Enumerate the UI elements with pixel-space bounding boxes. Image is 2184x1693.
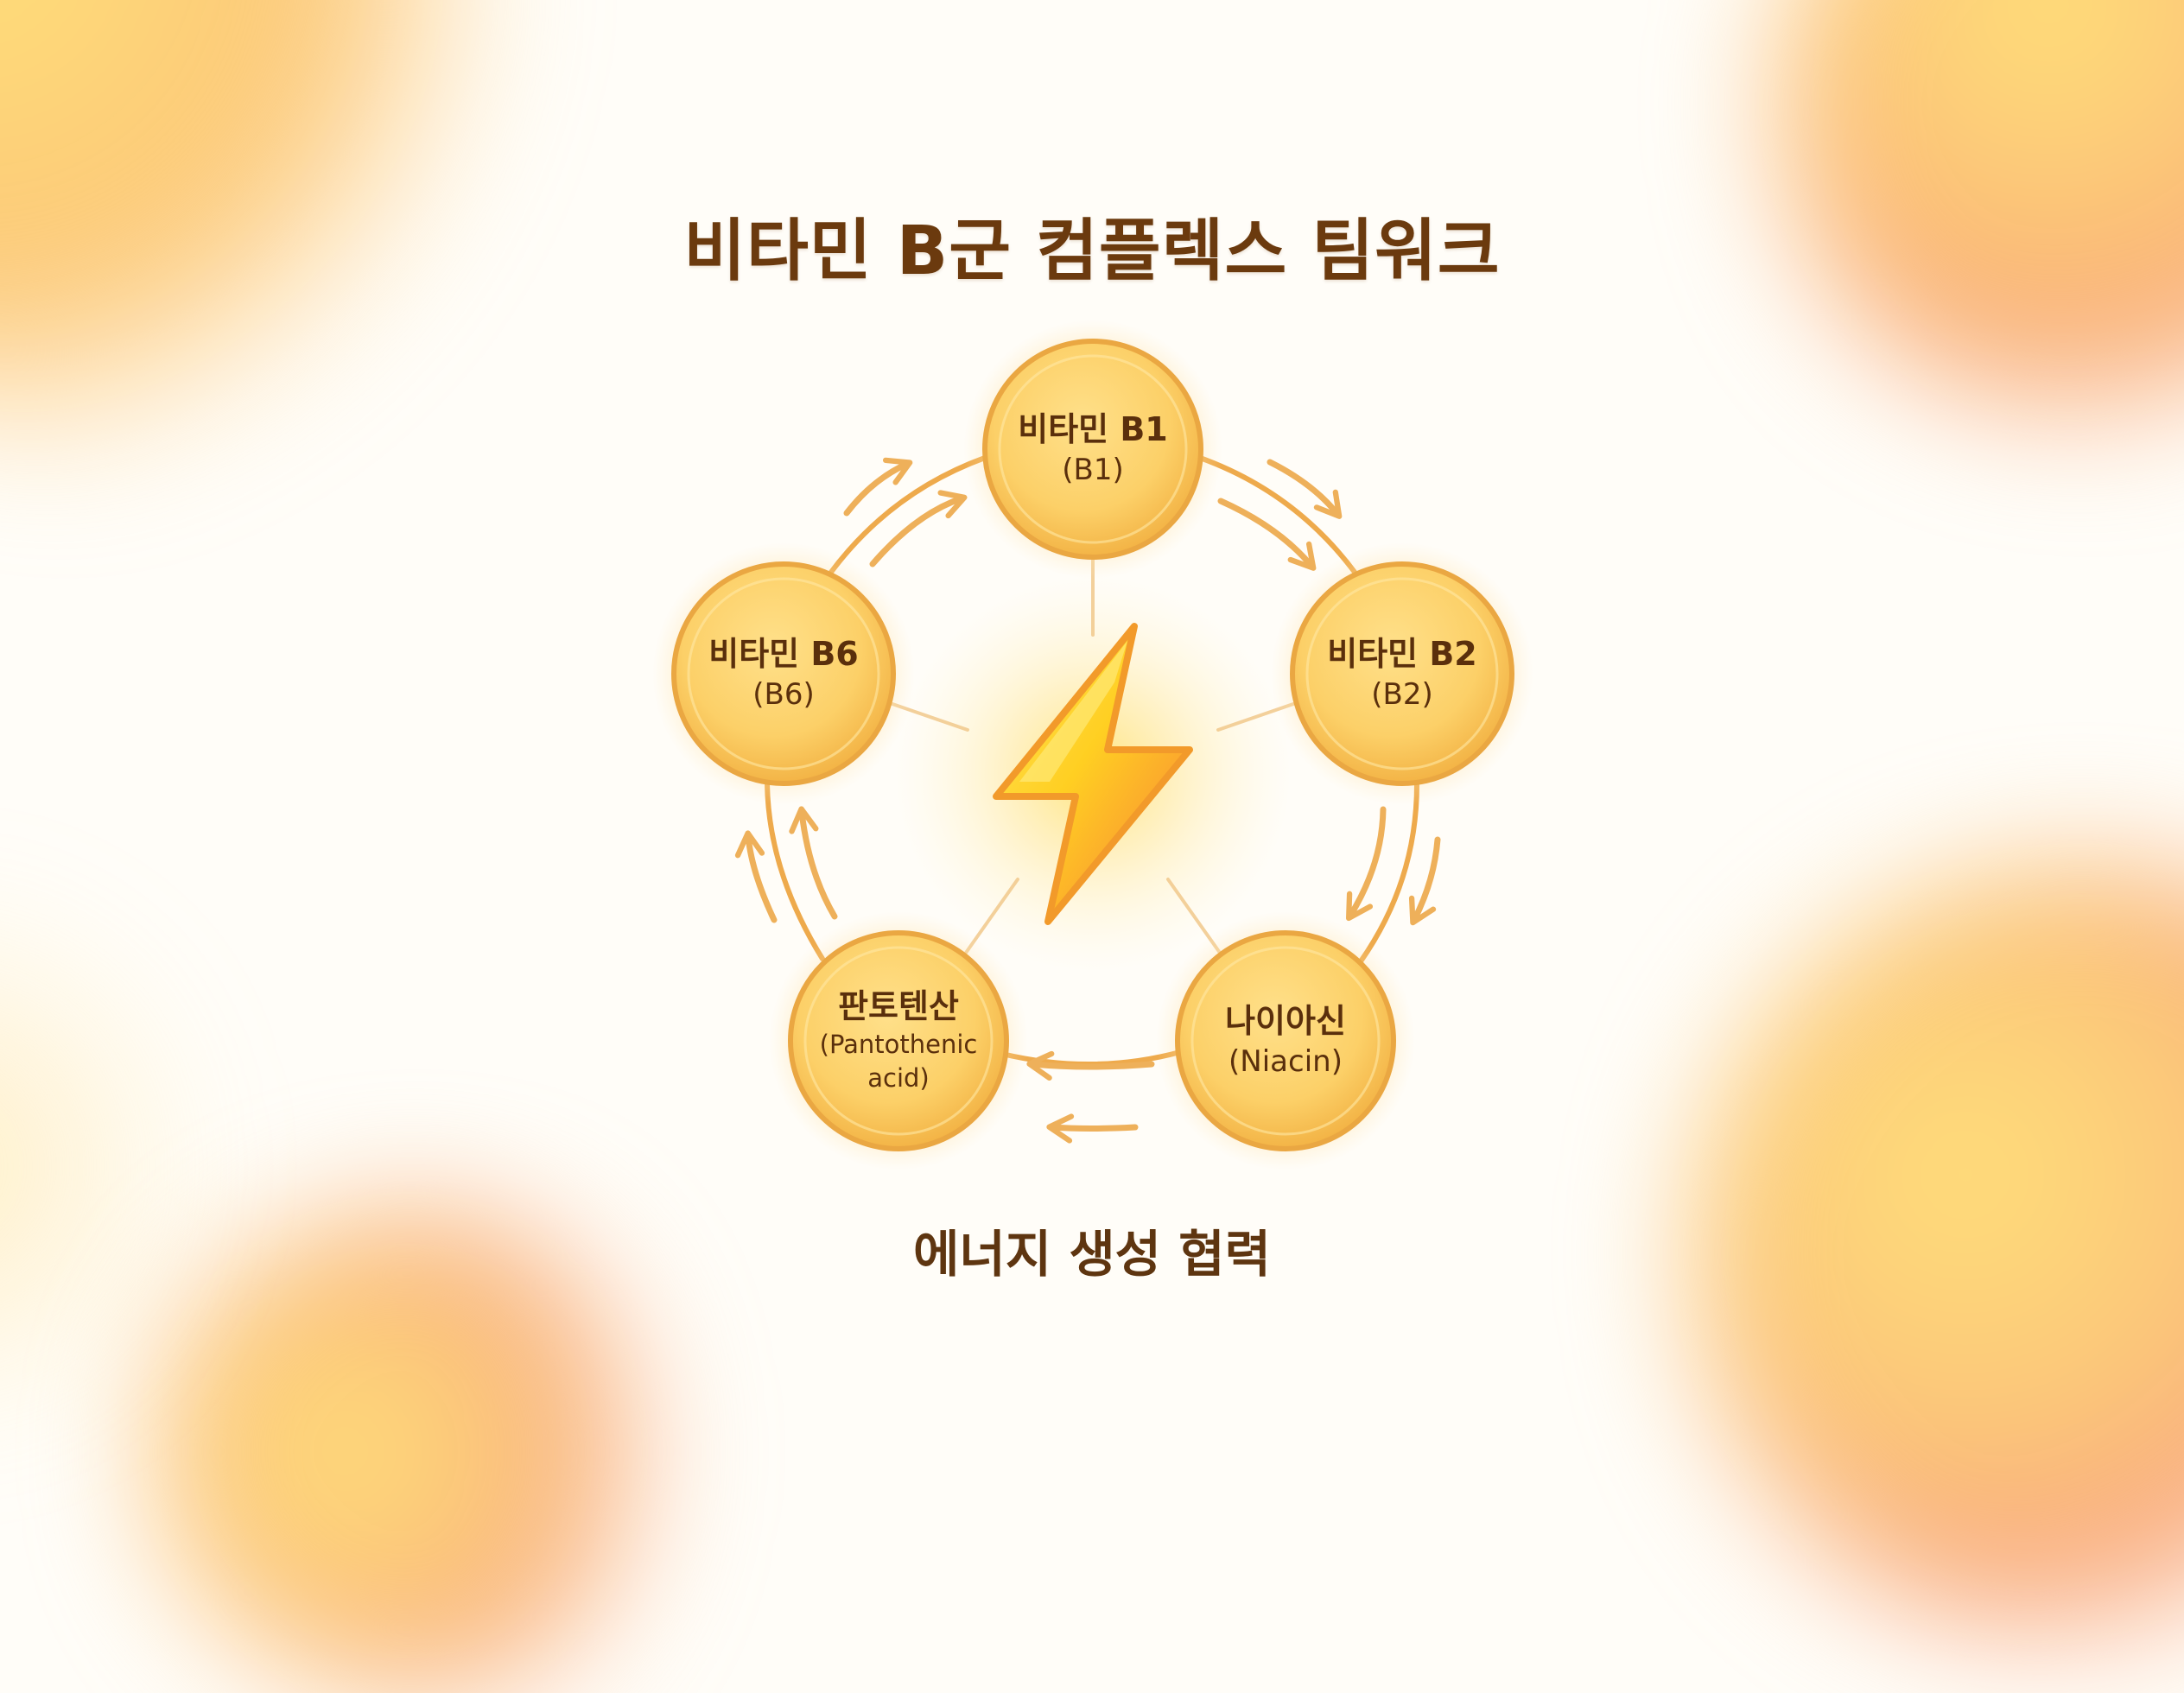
node-vitamin-b6: 비타민 B6 (B6) (676, 566, 892, 782)
diagram-title: 비타민 B군 컴플렉스 팀워크 (683, 212, 1501, 290)
arrow-b2-niacin-outer (1408, 836, 1441, 926)
node-niacin: 나이아신 (Niacin) (1178, 933, 1394, 1149)
flow-arrows (734, 457, 1441, 1144)
node-title: 판토텐산 (838, 987, 959, 1026)
arrow-niacin-pantothenic-outer (1046, 1113, 1139, 1144)
ring-b6-b1 (827, 455, 987, 577)
ring-b1-b2 (1197, 455, 1359, 577)
node-discs (652, 320, 1533, 1170)
node-subtitle-line2: acid) (867, 1062, 930, 1093)
arrow-b2-niacin-inner (1346, 806, 1387, 922)
arrow-niacin-pantothenic-inner (1026, 1050, 1155, 1081)
node-title: 비타민 B1 (1018, 410, 1168, 449)
ring-b2-niacin (1358, 782, 1419, 964)
node-disc-b6 (652, 542, 915, 805)
node-subtitle: (B2) (1371, 676, 1433, 712)
node-vitamin-b1: 비타민 B1 (B1) (985, 341, 1201, 557)
ring-pantothenic-b6 (765, 782, 825, 961)
arrow-b6-b1-outer (843, 457, 913, 517)
node-title: 비타민 B2 (1327, 635, 1477, 674)
diagram-caption: 에너지 생성 협력 (913, 1225, 1271, 1284)
node-subtitle: (B1) (1062, 452, 1124, 487)
node-subtitle-line1: (Pantothenic (819, 1029, 978, 1059)
node-disc-pantothenic (769, 911, 1028, 1170)
node-title: 비타민 B6 (708, 635, 859, 674)
node-disc-b1 (963, 320, 1222, 579)
node-vitamin-b2: 비타민 B2 (B2) (1294, 566, 1510, 782)
node-subtitle: (B6) (752, 676, 815, 712)
node-pantothenic-acid: 판토텐산 (Pantothenic acid) (790, 933, 1006, 1149)
cycle-diagram (652, 320, 1533, 1170)
arrow-pantothenic-b6-outer (734, 830, 778, 923)
node-title: 나이아신 (1225, 1002, 1346, 1041)
node-subtitle: (Niacin) (1228, 1043, 1343, 1079)
arrow-b6-b1-inner (869, 490, 968, 568)
node-disc-b2 (1271, 542, 1533, 805)
arrow-b1-b2-inner (1217, 498, 1317, 571)
lightning-bolt-icon (993, 623, 1193, 925)
node-disc-niacin (1156, 911, 1415, 1170)
arrow-pantothenic-b6-inner (789, 806, 838, 920)
arrow-b1-b2-outer (1267, 459, 1343, 519)
